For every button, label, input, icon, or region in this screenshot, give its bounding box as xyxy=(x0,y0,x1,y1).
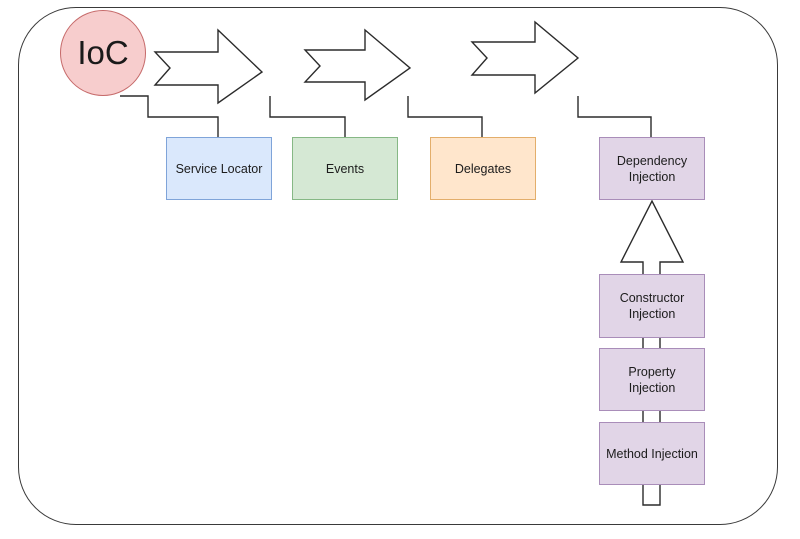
delegates-node: Delegates xyxy=(430,137,536,200)
service-locator-node: Service Locator xyxy=(166,137,272,200)
constructor-injection-label: Constructor Injection xyxy=(619,291,685,321)
constructor-injection-node: Constructor Injection xyxy=(599,274,705,338)
connector-service-locator xyxy=(120,95,219,137)
property-injection-node: Property Injection xyxy=(599,348,705,411)
method-injection-node: Method Injection xyxy=(599,422,705,485)
events-label: Events xyxy=(325,161,365,176)
dependency-injection-label: Dependency Injection xyxy=(616,153,688,184)
flow-arrow-1 xyxy=(153,28,264,105)
dependency-injection-node: Dependency Injection xyxy=(599,137,705,200)
flow-arrow-3 xyxy=(470,20,580,95)
connector-dependency-injection xyxy=(577,96,652,137)
property-injection-label: Property Injection xyxy=(628,364,676,395)
events-node: Events xyxy=(292,137,398,200)
delegates-label: Delegates xyxy=(454,161,512,176)
connector-events xyxy=(269,96,346,137)
service-locator-label: Service Locator xyxy=(175,161,263,176)
method-injection-label: Method Injection xyxy=(606,446,698,461)
ioc-node: IoC xyxy=(60,10,146,96)
flow-arrow-2 xyxy=(303,28,412,102)
ioc-label: IoC xyxy=(77,34,129,71)
connector-delegates xyxy=(407,96,483,137)
